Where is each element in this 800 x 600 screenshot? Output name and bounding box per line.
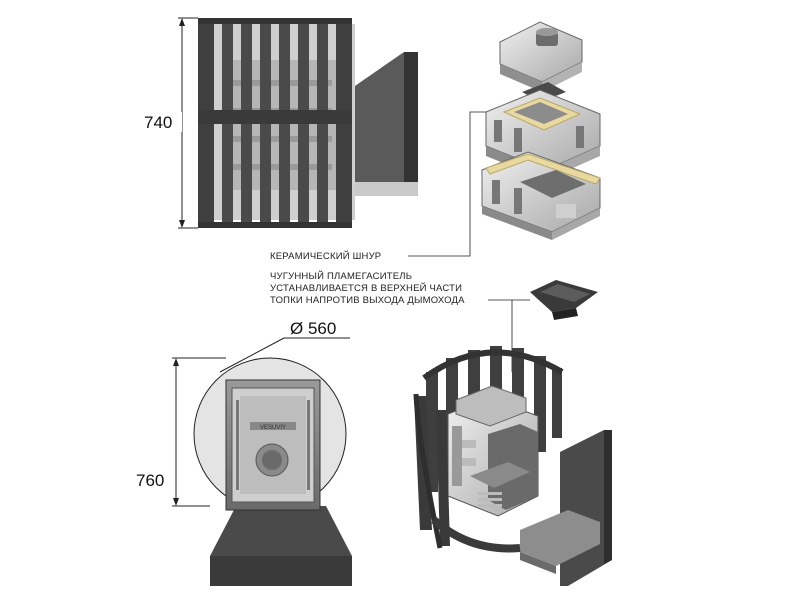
flame-arrester-line-2: УСТАНАВЛИВАЕТСЯ В ВЕРХНЕЙ ЧАСТИ (270, 282, 462, 294)
diameter-label: Ø 560 (290, 319, 336, 338)
side-view-stove (198, 18, 418, 228)
flame-arrester-part (530, 280, 598, 320)
dimension-height-top: 740 (144, 17, 198, 229)
flame-arrester-line-1: ЧУГУННЫЙ ПЛАМЕГАСИТЕЛЬ (270, 270, 412, 282)
flame-arrester-callout: ЧУГУННЫЙ ПЛАМЕГАСИТЕЛЬ УСТАНАВЛИВАЕТСЯ В… (270, 270, 598, 372)
lower-section (481, 151, 601, 240)
top-cap (499, 21, 583, 92)
ceramic-cord-callout: КЕРАМИЧЕСКИЙ ШНУР (270, 111, 486, 262)
cutaway-body (447, 385, 539, 517)
door-brand-label: VESUVIY (260, 425, 286, 431)
isometric-cutaway (413, 346, 612, 586)
dimension-height-bottom: 760 (136, 357, 226, 507)
height-740-label: 740 (144, 113, 172, 132)
front-view-stove: VESUVIY (193, 357, 352, 586)
ceramic-cord-label: КЕРАМИЧЕСКИЙ ШНУР (270, 250, 381, 262)
ceramic-cord-bottom (485, 153, 601, 185)
upper-section (485, 89, 601, 180)
exploded-view (481, 21, 601, 240)
door: VESUVIY (225, 379, 321, 511)
height-760-label: 760 (136, 471, 164, 490)
dimension-diameter: Ø 560 (219, 319, 350, 373)
flame-arrester-line-3: ТОПКИ НАПРОТИВ ВЫХОДА ДЫМОХОДА (270, 295, 465, 306)
